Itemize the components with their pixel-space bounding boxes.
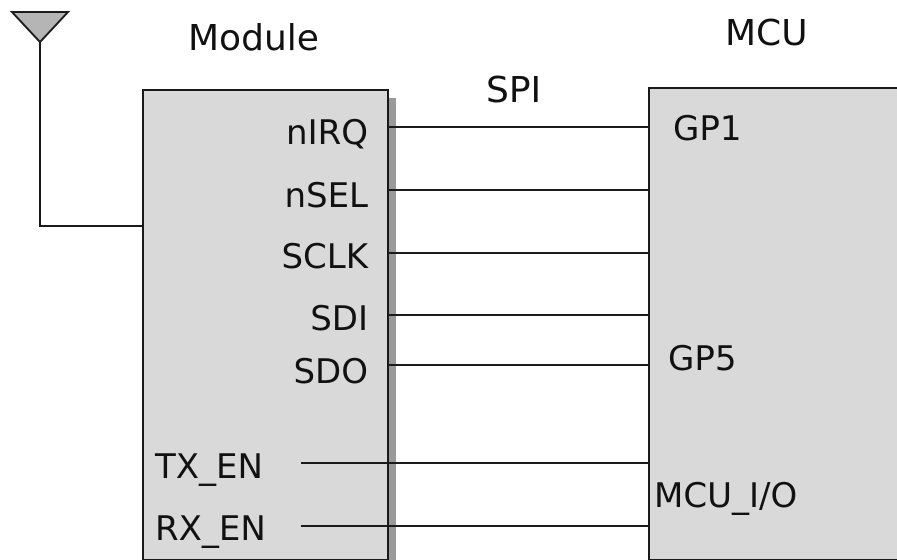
- mcu-title: MCU: [725, 13, 808, 54]
- mcu-pin-gp5: GP5: [668, 339, 736, 379]
- pin-label-nsel: nSEL: [284, 176, 368, 216]
- module-box: [142, 89, 389, 560]
- pin-label-sdo: SDO: [293, 352, 368, 392]
- pin-label-nirq: nIRQ: [286, 113, 368, 153]
- pin-label-sclk: SCLK: [281, 237, 369, 277]
- pin-label-tx-en: TX_EN: [154, 447, 263, 487]
- mcu-block: [648, 87, 897, 560]
- antenna-icon: [9, 11, 143, 227]
- mcu-pin-gp1: GP1: [673, 109, 741, 149]
- module-block: [142, 89, 396, 560]
- pin-label-sdi: SDI: [310, 299, 368, 339]
- mcu-pin-mcu-io: MCU_I/O: [654, 476, 797, 516]
- module-title: Module: [188, 18, 319, 59]
- mcu-box: [648, 87, 897, 560]
- pin-label-rx-en: RX_EN: [155, 509, 266, 549]
- spi-label: SPI: [486, 70, 541, 111]
